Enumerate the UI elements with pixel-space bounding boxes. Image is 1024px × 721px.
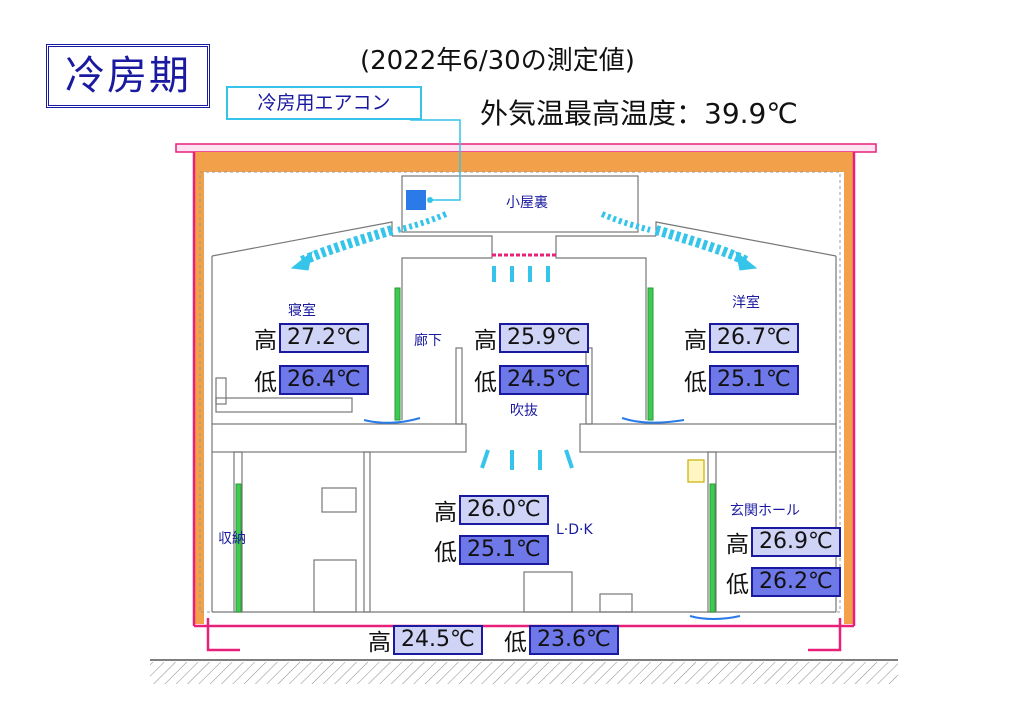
entrance-high-value: 26.9℃ [751,527,841,557]
high-label: 高 [254,328,277,354]
high-label: 高 [434,500,457,526]
room-ldk: L·D·K [556,522,593,538]
outer-frame [192,152,856,652]
room-attic: 小屋裏 [506,195,548,211]
bedroom-high: 高 27.2℃ [254,322,369,354]
outdoor-max-temp: 外気温最高温度：39.9℃ [480,97,798,130]
entrance-low: 低 26.2℃ [726,566,841,598]
western-low: 低 25.1℃ [684,364,799,396]
low-label: 低 [434,540,457,566]
ldk-low: 低 25.1℃ [434,534,549,566]
bedroom-high-value: 27.2℃ [279,323,369,353]
room-corridor: 廊下 [414,333,442,349]
western-low-value: 25.1℃ [709,365,799,395]
low-label: 低 [474,370,497,396]
measurement-date: (2022年6/30の測定値) [360,46,635,76]
high-label: 高 [368,630,391,656]
room-entrance: 玄関ホール [730,503,800,519]
roof-board [175,143,877,153]
western-high-value: 26.7℃ [709,323,799,353]
airflow-arrows [290,211,758,271]
room-storage: 収納 [218,531,246,547]
underfloor-high-value: 24.5℃ [393,625,483,655]
ground [150,659,898,684]
corridor-high: 高 25.9℃ [474,322,589,354]
downflow-arrows [480,266,574,470]
underfloor-high: 高 24.5℃ [368,624,483,656]
low-label: 低 [726,572,749,598]
high-label: 高 [474,328,497,354]
underfloor-low-value: 23.6℃ [529,625,619,655]
bedroom-low: 低 26.4℃ [254,364,369,396]
vertical-vents [235,287,716,613]
room-bedroom: 寝室 [288,303,316,319]
high-label: 高 [684,328,707,354]
season-label: 冷房期 [46,44,210,108]
low-label: 低 [504,630,527,656]
ac-label: 冷房用エアコン [226,86,422,120]
floor-return-arrows [363,417,741,620]
low-label: 低 [254,370,277,396]
corridor-low-value: 24.5℃ [499,365,589,395]
ldk-high: 高 26.0℃ [434,494,549,526]
air-conditioner-unit [406,119,461,210]
ldk-high-value: 26.0℃ [459,495,549,525]
ldk-low-value: 25.1℃ [459,535,549,565]
insulation-layer [194,152,854,624]
corridor-low: 低 24.5℃ [474,364,589,396]
room-western: 洋室 [732,295,760,311]
room-atrium: 吹抜 [510,403,538,419]
entrance-high: 高 26.9℃ [726,526,841,558]
western-high: 高 26.7℃ [684,322,799,354]
high-label: 高 [726,532,749,558]
low-label: 低 [684,370,707,396]
corridor-high-value: 25.9℃ [499,323,589,353]
entrance-low-value: 26.2℃ [751,567,841,597]
underfloor-low: 低 23.6℃ [504,624,619,656]
bedroom-low-value: 26.4℃ [279,365,369,395]
